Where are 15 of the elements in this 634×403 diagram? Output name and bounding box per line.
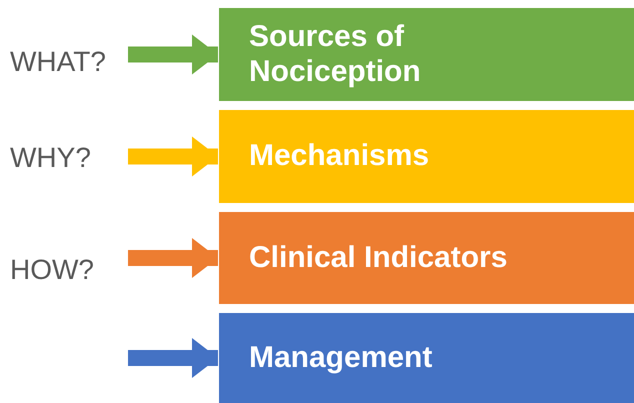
question-label: WHY? xyxy=(10,138,128,178)
block-arrow xyxy=(128,34,218,74)
topic-box xyxy=(219,313,634,403)
block-arrow xyxy=(128,338,218,378)
block-arrow xyxy=(128,238,218,278)
topic-title: Mechanisms xyxy=(249,139,430,174)
topic-title: Clinical Indicators xyxy=(249,240,508,276)
block-arrow xyxy=(128,136,218,176)
topic-box xyxy=(219,8,634,101)
question-label: HOW? xyxy=(10,250,128,290)
topic-title: Sources of Nociception xyxy=(249,20,422,89)
question-label: WHAT? xyxy=(10,42,128,82)
topic-box xyxy=(219,110,634,203)
topic-box xyxy=(219,212,634,304)
topic-title: Management xyxy=(249,340,434,376)
